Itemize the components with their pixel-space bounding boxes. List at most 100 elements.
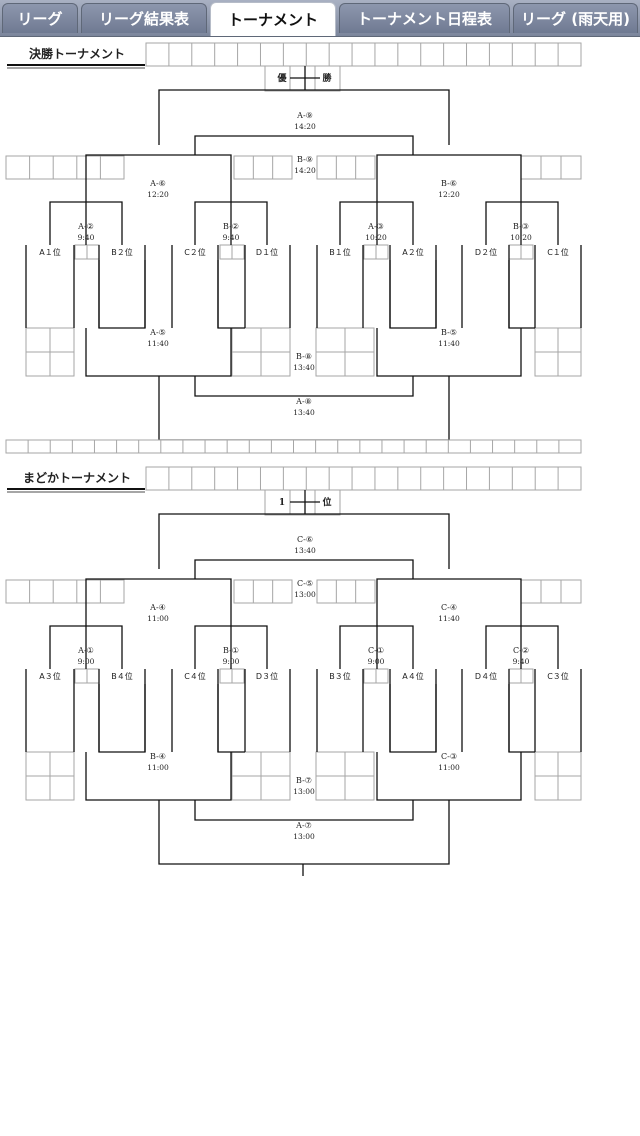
score-grid-top (145, 466, 582, 491)
score-grid-qf2 (219, 668, 245, 684)
grid-border (145, 42, 582, 67)
team-label: C１位 (547, 247, 569, 257)
grid-border (520, 579, 582, 604)
match-time: 11:00 (147, 763, 169, 772)
low-bracket-1 (98, 684, 146, 753)
score-grid-low-1 (25, 327, 75, 377)
score-grid-left (5, 155, 125, 180)
team-label: D４位 (475, 671, 497, 681)
qf-bracket-4 (485, 201, 559, 245)
team-label: C４位 (184, 671, 206, 681)
score-grid-low-3 (315, 751, 375, 801)
match-time: 12:20 (438, 190, 460, 199)
match-id: C-⑤ (297, 579, 313, 588)
match-time: 9:40 (513, 657, 530, 666)
score-grid-qf1 (74, 244, 100, 260)
match-id: B-⑧ (296, 352, 312, 361)
match-time: 12:20 (147, 190, 169, 199)
match-id: A-⑦ (295, 821, 312, 830)
match-time: 9:40 (78, 233, 95, 242)
winner-label-right: 勝 (322, 72, 332, 84)
tab-tournament-schedule[interactable]: トーナメント日程表 (339, 3, 510, 33)
match-id: B-③ (513, 222, 529, 231)
match-id: A-② (77, 222, 94, 231)
grid-border (316, 579, 376, 604)
winner-label-left: 1 (279, 498, 285, 508)
team-label: D２位 (475, 247, 497, 257)
low-bracket-4 (508, 260, 535, 329)
score-grid-top (145, 42, 582, 67)
match-time: 13:40 (294, 546, 316, 555)
low-bracket-2 (217, 684, 245, 753)
match-id: A-① (77, 646, 94, 655)
match-time: 9:40 (223, 233, 240, 242)
score-grid-qf4 (508, 668, 534, 684)
match-time: 11:40 (438, 339, 460, 348)
qf-bracket-1 (49, 201, 123, 245)
match-time: 13:00 (293, 787, 315, 796)
match-id: C-④ (441, 603, 457, 612)
team-label: C３位 (547, 671, 569, 681)
grid-border (520, 155, 582, 180)
match-id: C-③ (441, 752, 457, 761)
low-bracket-3 (389, 260, 437, 329)
tab-tournament[interactable]: トーナメント (210, 2, 336, 36)
match-id: A-⑥ (149, 179, 166, 188)
low-bracket-3 (389, 684, 437, 753)
score-grid-low-4 (534, 327, 582, 377)
team-label: A４位 (402, 671, 423, 681)
score-grid-mid-right (316, 155, 376, 180)
score-grid-low-1 (25, 751, 75, 801)
low-bracket-2 (217, 260, 245, 329)
qf-bracket-4 (485, 625, 559, 669)
tab-league[interactable]: リーグ (2, 3, 78, 33)
winner-label-left: 優 (276, 72, 287, 84)
tab-league-rain[interactable]: リーグ (雨天用) (513, 3, 638, 33)
match-id: B-⑦ (296, 776, 312, 785)
match-time: 11:00 (438, 763, 460, 772)
semi-bracket-right (376, 154, 522, 245)
team-label: B４位 (111, 671, 133, 681)
score-grid-qf2 (219, 244, 245, 260)
grid-border (5, 579, 125, 604)
low-bracket-1 (98, 260, 146, 329)
match-id: B-⑤ (441, 328, 457, 337)
match-time: 10:20 (365, 233, 387, 242)
score-grid-qf4 (508, 244, 534, 260)
third-bracket-top (194, 135, 414, 155)
score-grid-left (5, 579, 125, 604)
section-title: 決勝トーナメント (29, 46, 125, 61)
team-label: C２位 (184, 247, 206, 257)
semi-bracket-right (376, 578, 522, 669)
match-id: A-⑧ (295, 397, 312, 406)
tab-league-results[interactable]: リーグ結果表 (81, 3, 207, 33)
match-id: C-① (368, 646, 384, 655)
team-label: D３位 (256, 671, 278, 681)
qf-bracket-3 (339, 625, 414, 669)
team-label: B３位 (329, 671, 351, 681)
match-id: C-⑥ (297, 535, 313, 544)
match-time: 13:40 (293, 408, 315, 417)
score-grid-low-2 (231, 327, 291, 377)
match-id: B-② (223, 222, 239, 231)
match-id: B-⑥ (441, 179, 457, 188)
score-grid-low-2 (231, 751, 291, 801)
match-id: A-③ (367, 222, 384, 231)
score-grid-right (520, 155, 582, 180)
final-bracket-top (158, 513, 450, 569)
low-third-bracket (194, 376, 414, 397)
match-time: 9:00 (368, 657, 385, 666)
semi-bracket-left (85, 154, 232, 245)
section-title: まどかトーナメント (23, 471, 131, 485)
team-label: A３位 (39, 671, 60, 681)
grid-border (233, 579, 293, 604)
score-grid-low-3 (315, 327, 375, 377)
qf-bracket-1 (49, 625, 123, 669)
match-id: B-④ (150, 752, 166, 761)
match-time: 14:20 (294, 122, 316, 131)
final-bracket-top (158, 89, 450, 145)
match-time: 11:40 (438, 614, 460, 623)
match-time: 13:00 (293, 832, 315, 841)
score-grid-qf3 (363, 668, 389, 684)
winner-label-right: 位 (322, 496, 331, 508)
